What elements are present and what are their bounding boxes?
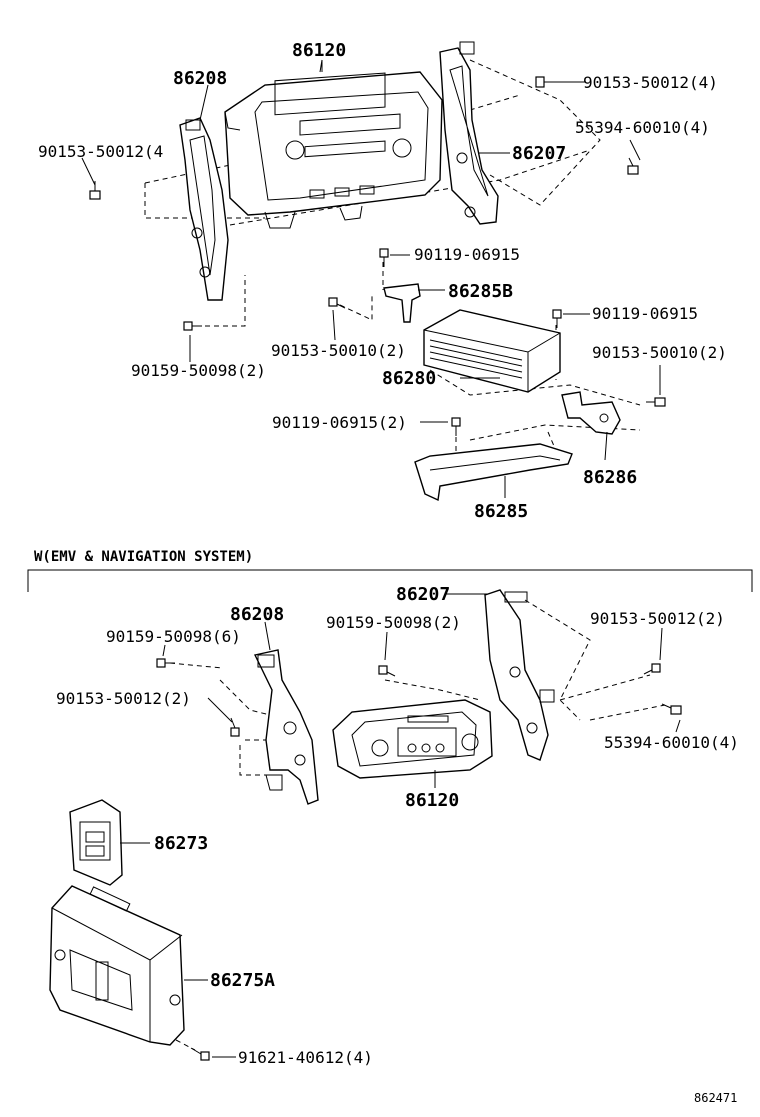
bolts-lower: [156, 658, 682, 1061]
head-unit-86120-lower: [332, 699, 493, 779]
leader-lines-upper: [81, 60, 661, 498]
label-55394-60010-4-bottom: 55394-60010(4): [604, 733, 739, 752]
label-86273: 86273: [154, 833, 208, 854]
bracket-86286: [561, 391, 621, 435]
label-86207-bottom: 86207: [396, 584, 450, 605]
label-90119-06915-a: 90119-06915: [414, 245, 520, 264]
label-86280: 86280: [382, 368, 436, 389]
label-55394-60010-4-top: 55394-60010(4): [575, 118, 710, 137]
bracket-86207-upper: [439, 41, 499, 225]
label-90153-50012-2-left: 90153-50012(2): [56, 689, 191, 708]
label-91621-40612-4: 91621-40612(4): [238, 1048, 373, 1067]
amplifier-86280: [423, 309, 561, 393]
label-86285B: 86285B: [448, 281, 513, 302]
figure-code: 862471: [694, 1091, 737, 1105]
leader-lines-lower: [120, 593, 681, 1058]
label-86275A: 86275A: [210, 970, 275, 991]
section-frame: [27, 569, 753, 592]
label-90153-50012-2-right: 90153-50012(2): [590, 609, 725, 628]
bracket-86207-lower: [484, 589, 555, 761]
ecu-86275A: [49, 885, 185, 1046]
label-90119-06915-b: 90119-06915: [592, 304, 698, 323]
plate-86285: [414, 443, 573, 502]
label-90159-50098-6: 90159-50098(6): [106, 627, 241, 646]
head-unit-86120-upper: [224, 59, 443, 229]
label-90119-06915-2: 90119-06915(2): [272, 413, 407, 432]
label-90153-50010-2-right: 90153-50010(2): [592, 343, 727, 362]
label-86286: 86286: [583, 467, 637, 488]
label-86207-top: 86207: [512, 143, 566, 164]
label-86120-top: 86120: [292, 40, 346, 61]
label-86208-bottom: 86208: [230, 604, 284, 625]
label-90153-50010-2-left: 90153-50010(2): [271, 341, 406, 360]
label-86285: 86285: [474, 501, 528, 522]
section-heading: W(EMV & NAVIGATION SYSTEM): [34, 549, 253, 565]
label-90153-50012-4-right: 90153-50012(4): [583, 73, 718, 92]
label-86208-top: 86208: [173, 68, 227, 89]
label-90159-50098-2-bottom: 90159-50098(2): [326, 613, 461, 632]
bracket-86208-lower: [253, 649, 319, 805]
label-90159-50098-2-top: 90159-50098(2): [131, 361, 266, 380]
bracket-86285B: [383, 283, 421, 323]
label-86120-bottom: 86120: [405, 790, 459, 811]
bolts-upper: [89, 76, 666, 436]
label-90153-50012-4-left: 90153-50012(4: [38, 142, 163, 161]
bracket-86208-upper: [179, 117, 229, 301]
module-86273: [69, 799, 123, 886]
labels: 86120 86208 90153-50012(4) 55394-60010(4…: [34, 40, 739, 1105]
